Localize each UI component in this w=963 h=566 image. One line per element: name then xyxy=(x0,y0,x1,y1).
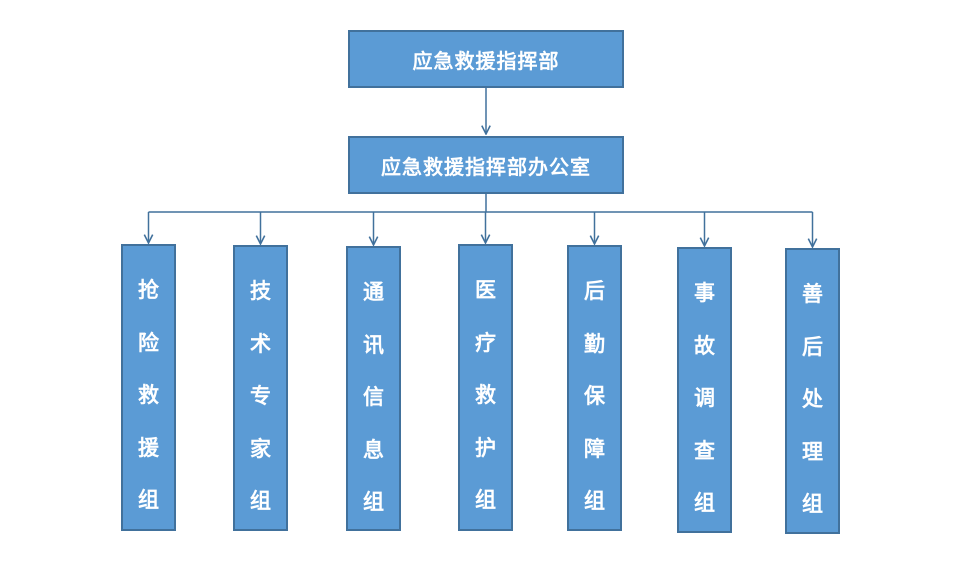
node-command-center: 应急救援指挥部 xyxy=(348,30,624,88)
node-group-rescue: 抢险救援组 xyxy=(121,244,176,531)
node-group-experts: 技术专家组 xyxy=(233,245,288,531)
node-group-communications: 通讯信息组 xyxy=(346,246,401,531)
group-label: 事故调查组 xyxy=(694,281,715,515)
node-group-medical: 医疗救护组 xyxy=(458,244,513,531)
group-label: 善后处理组 xyxy=(802,282,823,516)
group-label: 通讯信息组 xyxy=(363,280,384,514)
node-group-investigation: 事故调查组 xyxy=(677,247,732,533)
group-label: 后勤保障组 xyxy=(584,279,605,513)
group-label: 技术专家组 xyxy=(250,279,271,513)
node-command-office: 应急救援指挥部办公室 xyxy=(348,136,624,194)
group-label: 抢险救援组 xyxy=(138,278,159,512)
node-group-logistics: 后勤保障组 xyxy=(567,245,622,531)
node-command-center-label: 应急救援指挥部 xyxy=(412,48,560,73)
group-label: 医疗救护组 xyxy=(475,278,496,512)
node-group-aftermath: 善后处理组 xyxy=(785,248,840,534)
node-command-office-label: 应急救援指挥部办公室 xyxy=(381,154,591,179)
